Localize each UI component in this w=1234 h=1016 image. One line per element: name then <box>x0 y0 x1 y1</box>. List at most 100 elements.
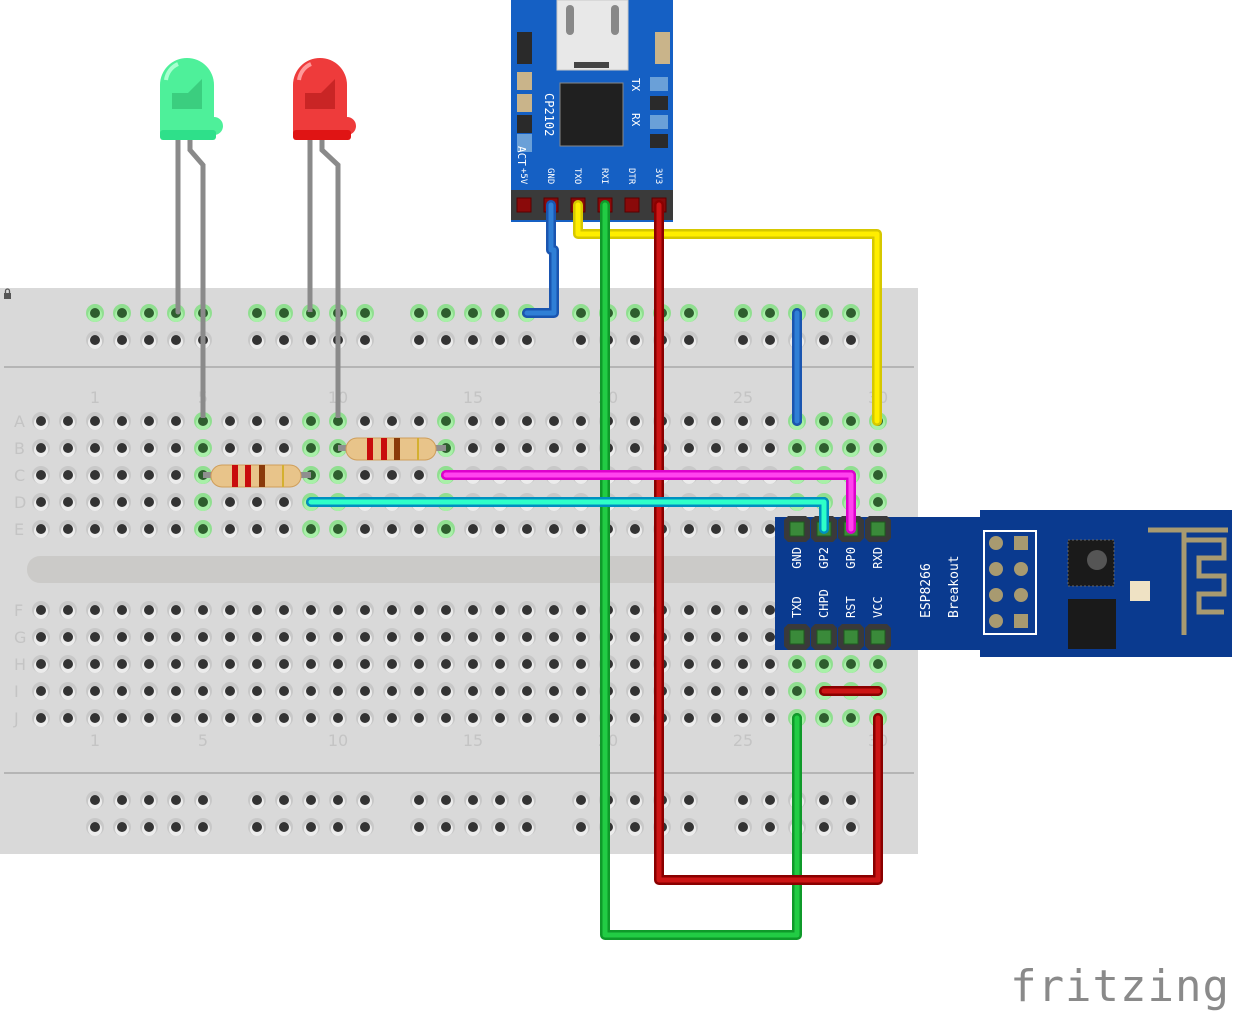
rail-hole[interactable] <box>761 304 779 322</box>
wire-rxi-green[interactable] <box>600 200 802 940</box>
breadboard-hole[interactable] <box>275 628 293 646</box>
rail-hole[interactable] <box>437 304 455 322</box>
breadboard-hole[interactable] <box>464 601 482 619</box>
breadboard-hole[interactable] <box>32 466 50 484</box>
resistor-2[interactable] <box>338 437 446 461</box>
breadboard-hole[interactable] <box>545 628 563 646</box>
breadboard-hole[interactable] <box>329 655 347 673</box>
rail-hole[interactable] <box>842 304 860 322</box>
breadboard-hole[interactable] <box>140 520 158 538</box>
breadboard-hole[interactable] <box>734 520 752 538</box>
rail-hole[interactable] <box>626 331 644 349</box>
rail-hole[interactable] <box>275 791 293 809</box>
breadboard-hole[interactable] <box>140 709 158 727</box>
breadboard-hole[interactable] <box>383 628 401 646</box>
breadboard-hole[interactable] <box>248 520 266 538</box>
breadboard-hole[interactable] <box>167 412 185 430</box>
rail-hole[interactable] <box>815 818 833 836</box>
breadboard-hole[interactable] <box>734 682 752 700</box>
breadboard-hole[interactable] <box>572 628 590 646</box>
breadboard-hole[interactable] <box>572 655 590 673</box>
breadboard-hole[interactable] <box>302 709 320 727</box>
rail-hole[interactable] <box>491 818 509 836</box>
breadboard-hole[interactable] <box>707 655 725 673</box>
breadboard-hole[interactable] <box>167 493 185 511</box>
rail-hole[interactable] <box>356 791 374 809</box>
breadboard-hole[interactable] <box>545 601 563 619</box>
rail-hole[interactable] <box>572 331 590 349</box>
breadboard-hole[interactable] <box>707 709 725 727</box>
breadboard-hole[interactable] <box>383 682 401 700</box>
breadboard-hole[interactable] <box>140 412 158 430</box>
rail-hole[interactable] <box>518 818 536 836</box>
rail-hole[interactable] <box>113 818 131 836</box>
breadboard-hole[interactable] <box>707 628 725 646</box>
cp2102-pin[interactable]: DTR <box>624 168 640 213</box>
breadboard-hole[interactable] <box>761 439 779 457</box>
breadboard-hole[interactable] <box>194 709 212 727</box>
breadboard-hole[interactable] <box>302 628 320 646</box>
breadboard-hole[interactable] <box>221 601 239 619</box>
esp-pin[interactable]: RST <box>838 596 864 650</box>
breadboard-hole[interactable] <box>545 520 563 538</box>
breadboard-hole[interactable] <box>356 628 374 646</box>
breadboard-hole[interactable] <box>545 412 563 430</box>
wire-txo-yellow[interactable] <box>573 200 882 426</box>
breadboard-hole[interactable] <box>734 655 752 673</box>
breadboard-hole[interactable] <box>140 601 158 619</box>
breadboard-hole[interactable] <box>59 655 77 673</box>
breadboard-hole[interactable] <box>32 628 50 646</box>
breadboard-hole[interactable] <box>437 628 455 646</box>
breadboard-hole[interactable] <box>410 709 428 727</box>
breadboard-hole[interactable] <box>356 412 374 430</box>
breadboard-hole[interactable] <box>626 439 644 457</box>
breadboard-hole[interactable] <box>86 520 104 538</box>
rail-hole[interactable] <box>140 818 158 836</box>
breadboard-hole[interactable] <box>113 709 131 727</box>
breadboard-hole[interactable] <box>545 655 563 673</box>
breadboard-hole[interactable] <box>167 439 185 457</box>
breadboard-hole[interactable] <box>275 709 293 727</box>
breadboard-hole[interactable] <box>329 628 347 646</box>
rail-hole[interactable] <box>437 818 455 836</box>
breadboard-hole[interactable] <box>275 601 293 619</box>
breadboard-hole[interactable] <box>86 466 104 484</box>
rail-hole[interactable] <box>410 331 428 349</box>
rail-hole[interactable] <box>680 818 698 836</box>
rail-hole[interactable] <box>302 791 320 809</box>
breadboard-hole[interactable] <box>680 682 698 700</box>
breadboard-hole[interactable] <box>194 520 212 538</box>
rail-hole[interactable] <box>437 331 455 349</box>
breadboard-hole[interactable] <box>329 601 347 619</box>
rail-hole[interactable] <box>734 304 752 322</box>
breadboard-hole[interactable] <box>464 439 482 457</box>
breadboard-hole[interactable] <box>167 682 185 700</box>
breadboard-hole[interactable] <box>113 628 131 646</box>
rail-hole[interactable] <box>86 304 104 322</box>
breadboard-hole[interactable] <box>113 682 131 700</box>
rail-hole[interactable] <box>842 818 860 836</box>
breadboard-hole[interactable] <box>167 628 185 646</box>
breadboard-hole[interactable] <box>113 520 131 538</box>
breadboard-hole[interactable] <box>248 709 266 727</box>
breadboard-hole[interactable] <box>383 709 401 727</box>
rail-hole[interactable] <box>761 818 779 836</box>
breadboard-hole[interactable] <box>626 412 644 430</box>
breadboard-hole[interactable] <box>734 601 752 619</box>
rail-hole[interactable] <box>140 304 158 322</box>
breadboard-hole[interactable] <box>194 655 212 673</box>
wire-3v3-red[interactable] <box>654 200 883 885</box>
breadboard-hole[interactable] <box>194 412 212 430</box>
breadboard-hole[interactable] <box>572 412 590 430</box>
breadboard-hole[interactable] <box>248 655 266 673</box>
breadboard-hole[interactable] <box>113 412 131 430</box>
breadboard-hole[interactable] <box>842 709 860 727</box>
rail-hole[interactable] <box>572 818 590 836</box>
breadboard-hole[interactable] <box>248 601 266 619</box>
wire-gp0-magenta[interactable] <box>441 470 856 534</box>
breadboard-hole[interactable] <box>59 466 77 484</box>
breadboard-hole[interactable] <box>59 439 77 457</box>
breadboard-hole[interactable] <box>32 439 50 457</box>
rail-hole[interactable] <box>410 791 428 809</box>
